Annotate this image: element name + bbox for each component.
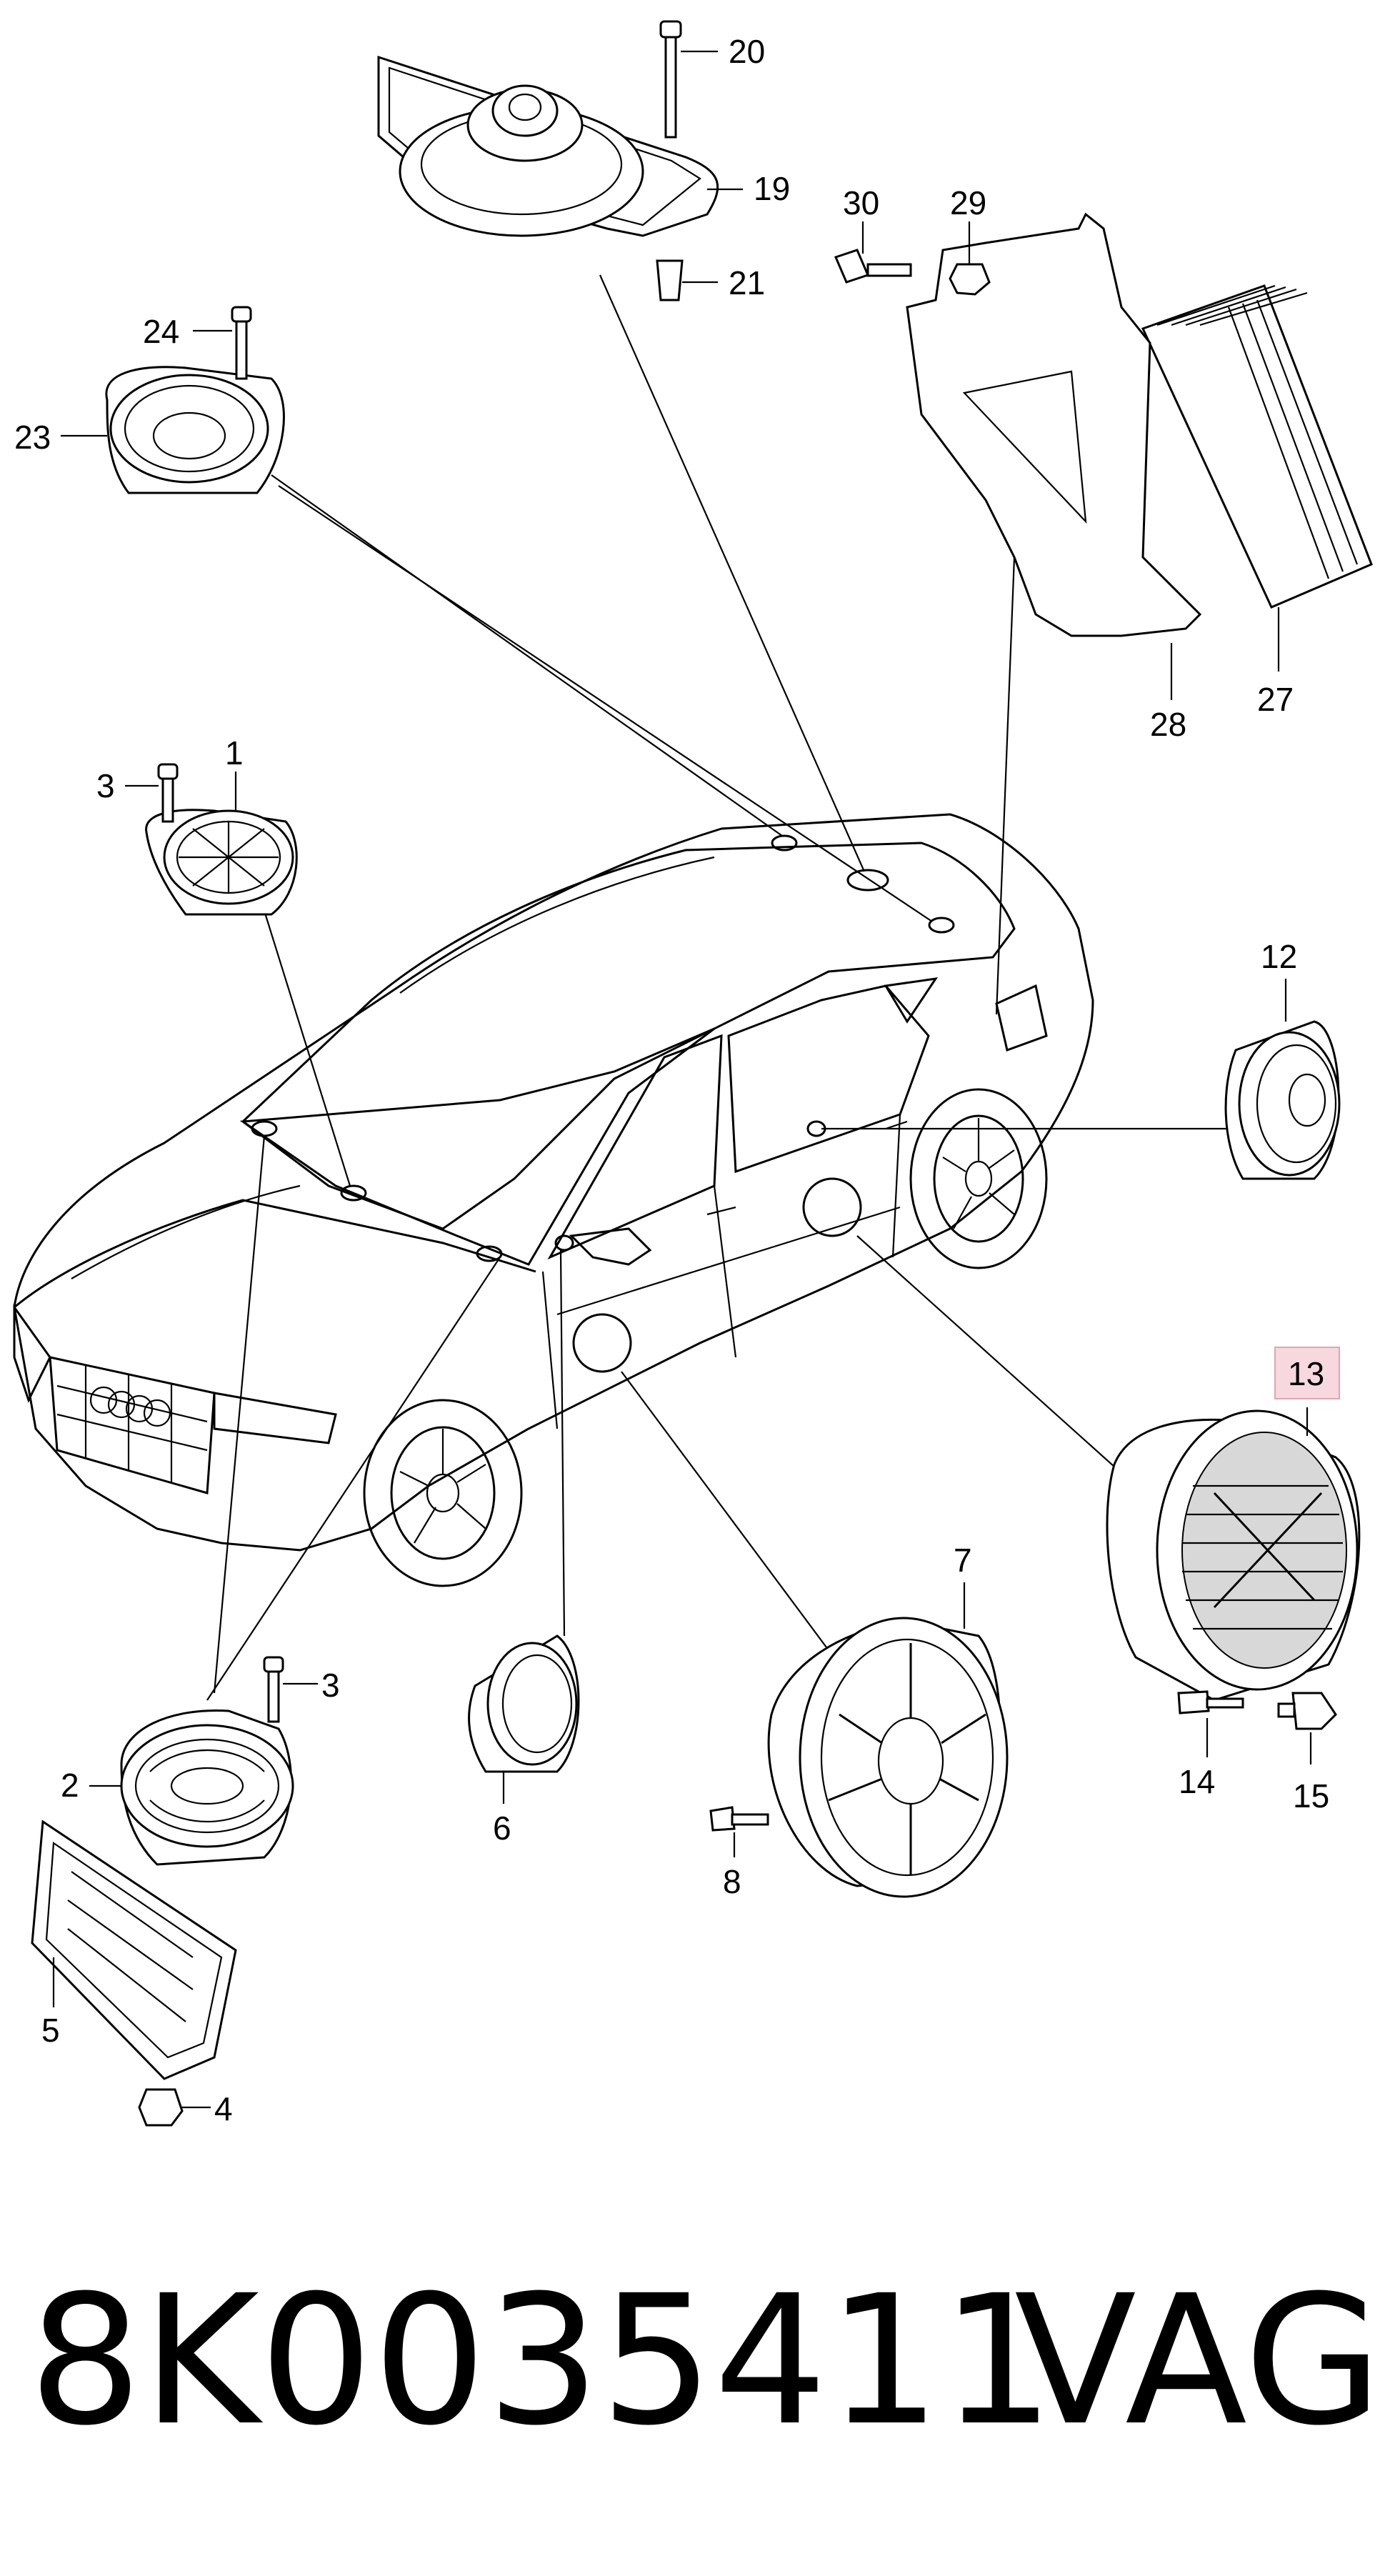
- part-28-bracket: [906, 212, 1202, 700]
- part-3a-screw: [125, 763, 179, 823]
- label-23: 23: [14, 419, 51, 456]
- label-6: 6: [493, 1809, 511, 1847]
- label-7: 7: [954, 1542, 972, 1579]
- part-3b-screw: [263, 1656, 318, 1723]
- label-3a: 3: [96, 767, 115, 804]
- label-1: 1: [225, 734, 244, 772]
- label-2: 2: [61, 1767, 79, 1804]
- part-13-highlight: [1274, 1347, 1340, 1399]
- part-1-tweeter: [145, 772, 298, 916]
- part-15-clip: [1277, 1692, 1337, 1764]
- label-15: 15: [1293, 1777, 1329, 1814]
- part-6-tweeter: [468, 1634, 580, 1804]
- part-12-tweeter: [1224, 979, 1341, 1180]
- label-30: 30: [843, 184, 879, 221]
- part-29-nut: [949, 221, 991, 296]
- label-5: 5: [41, 2012, 60, 2049]
- label-3b: 3: [321, 1667, 340, 1704]
- part-labels: 20 19 21 30 29 24 23 28 27 1 3 12 13 7 3…: [14, 33, 1329, 2127]
- label-28: 28: [1150, 706, 1186, 743]
- label-4: 4: [214, 2090, 233, 2127]
- part-8-screw: [709, 1806, 769, 1857]
- label-29: 29: [950, 184, 986, 221]
- car-body: [13, 813, 1094, 1587]
- part-2-speaker: [89, 1709, 294, 1866]
- part-7-woofer: [767, 1582, 1009, 1898]
- label-21: 21: [729, 264, 765, 301]
- part-30-bolt: [834, 221, 912, 284]
- part-13-speaker: [1106, 1407, 1361, 1702]
- label-8: 8: [723, 1863, 741, 1900]
- label-14: 14: [1179, 1763, 1215, 1800]
- label-27: 27: [1257, 681, 1294, 718]
- part-24-screw: [193, 306, 252, 380]
- part-5-grille: [31, 1819, 237, 2080]
- leader-lines: [206, 274, 1229, 1701]
- label-24: 24: [143, 313, 179, 350]
- part-4-nut: [138, 2088, 211, 2127]
- part-14-screw: [1177, 1690, 1244, 1757]
- label-12: 12: [1261, 938, 1297, 975]
- label-13: 13: [1288, 1355, 1324, 1392]
- brand-name: VAG: [1014, 2257, 1383, 2465]
- part-21-clip: [656, 259, 718, 301]
- part-19-speaker-housing: [377, 55, 719, 237]
- label-20: 20: [729, 33, 765, 70]
- part-20-screw: [659, 20, 718, 139]
- part-23-speaker: [61, 366, 285, 494]
- part-number: 8K0035411: [29, 2257, 1055, 2465]
- label-19: 19: [754, 170, 790, 207]
- part-27-amplifier: [1141, 284, 1373, 672]
